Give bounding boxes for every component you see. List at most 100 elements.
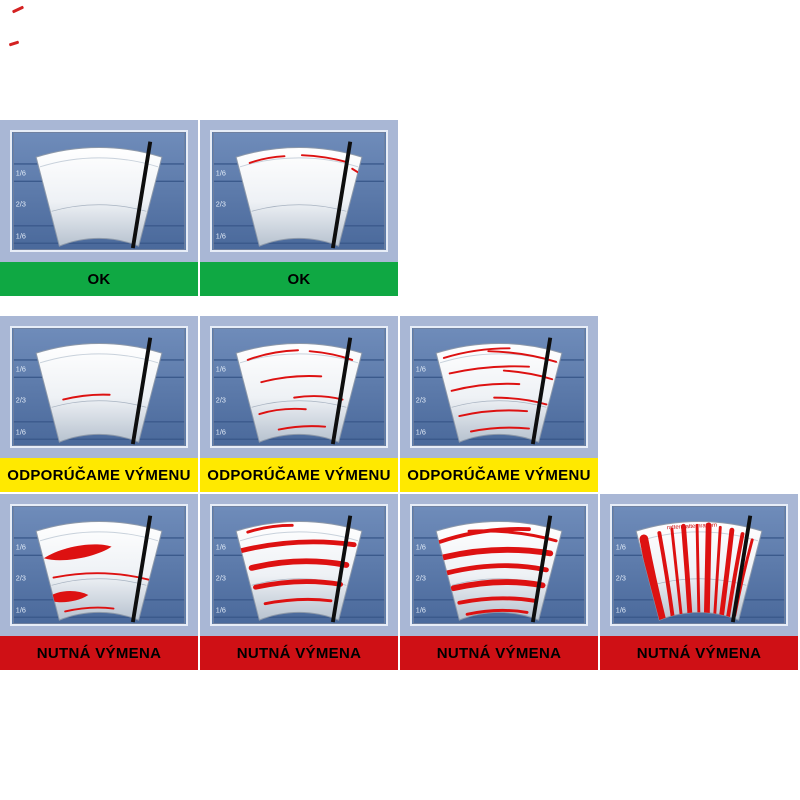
- wiper-blade: [330, 337, 353, 445]
- wear-streak: [713, 525, 722, 621]
- scale-label-middle: 2/3: [16, 199, 26, 208]
- scale-labels: 1/6 2/3 1/6: [216, 543, 226, 615]
- wear-streak: [263, 597, 333, 606]
- scale-label-middle: 2/3: [216, 395, 226, 404]
- scale-labels: 1/6 2/3 1/6: [216, 365, 226, 437]
- scale-labels: 1/6 2/3 1/6: [16, 169, 26, 241]
- wear-streak: [253, 579, 344, 590]
- wiped-fan-area: [35, 343, 163, 443]
- wiped-fan-area: [235, 147, 363, 247]
- wiper-blade: [530, 515, 553, 623]
- wear-streak: [43, 544, 112, 561]
- wear-streak: [258, 407, 307, 416]
- scale-label-bottom: 1/6: [16, 605, 26, 614]
- scale-label-top: 1/6: [216, 543, 226, 552]
- wiper-test-cell: 1/6 2/3 1/6 NUTNÁ VÝMENA: [0, 494, 198, 670]
- scale-label-bottom: 1/6: [216, 427, 226, 436]
- wear-streak: [457, 596, 537, 605]
- status-band-label: NUTNÁ VÝMENA: [436, 644, 562, 662]
- wear-streak: [502, 369, 554, 381]
- wear-streak: [493, 396, 548, 406]
- wear-streak: [718, 527, 735, 621]
- wear-streak: [445, 563, 549, 576]
- wiped-fan-area: [435, 521, 563, 621]
- wear-streak: [246, 349, 299, 361]
- scale-labels: 1/6 2/3 1/6: [616, 543, 626, 615]
- wiper-panel-area: 1/6 2/3 1/6 ratternratternrattern: [600, 494, 798, 636]
- wear-streak: [639, 534, 666, 621]
- wiper-row: 1/6 2/3 1/6 OK: [0, 120, 398, 296]
- scale-label-bottom: 1/6: [16, 427, 26, 436]
- wear-streaks: [239, 523, 357, 606]
- wear-streaks: [438, 527, 558, 616]
- red-print-mark: [8, 40, 20, 47]
- wiper-panel-area: 1/6 2/3 1/6: [400, 316, 598, 458]
- wiped-fan-area: [35, 147, 163, 247]
- wiper-test-cell: 1/6 2/3 1/6 ODPORÚČAME VÝMENU: [0, 316, 198, 492]
- wiper-panel-area: 1/6 2/3 1/6: [0, 494, 198, 636]
- wiper-test-cell: 1/6 2/3 1/6 ratternratternrattern NUTNÁ …: [600, 494, 798, 670]
- wiper-panel-area: 1/6 2/3 1/6: [200, 316, 398, 458]
- wear-streak: [726, 532, 745, 620]
- wiper-panel-graphic: 1/6 2/3 1/6: [210, 504, 388, 626]
- scale-label-top: 1/6: [16, 169, 26, 178]
- scale-label-middle: 2/3: [216, 573, 226, 582]
- status-band: NUTNÁ VÝMENA: [0, 636, 198, 670]
- scale-labels: 1/6 2/3 1/6: [16, 543, 26, 615]
- wiper-panel-graphic: 1/6 2/3 1/6: [410, 326, 588, 448]
- wear-streak: [670, 527, 684, 621]
- scale-label-top: 1/6: [16, 543, 26, 552]
- status-band: OK: [0, 262, 198, 296]
- scale-label-bottom: 1/6: [216, 605, 226, 614]
- status-band-label: OK: [87, 270, 111, 288]
- wiper-panel-area: 1/6 2/3 1/6: [200, 120, 398, 262]
- status-band: OK: [200, 262, 398, 296]
- wear-streak-text: ratternratternrattern: [667, 523, 718, 532]
- wiper-blade: [130, 515, 153, 623]
- wiper-row: 1/6 2/3 1/6 NUTNÁ VÝMENA: [0, 494, 798, 670]
- scale-label-bottom: 1/6: [216, 231, 226, 240]
- wiper-test-cell: 1/6 2/3 1/6 NUTNÁ VÝMENA: [200, 494, 398, 670]
- scale-labels: 1/6 2/3 1/6: [416, 365, 426, 437]
- wiper-panel-graphic: 1/6 2/3 1/6 ratternratternrattern: [610, 504, 788, 626]
- wear-streaks: [246, 349, 354, 431]
- wiper-test-cell: 1/6 2/3 1/6 NUTNÁ VÝMENA: [400, 494, 598, 670]
- wear-streak: [695, 523, 701, 621]
- wear-streak: [248, 155, 286, 164]
- scale-label-top: 1/6: [416, 543, 426, 552]
- scale-label-top: 1/6: [216, 169, 226, 178]
- wiper-panel-area: 1/6 2/3 1/6: [0, 316, 198, 458]
- wear-streak: [450, 382, 521, 392]
- wiper-blade: [530, 337, 553, 445]
- wear-streak: [469, 426, 530, 433]
- wear-streak: [300, 154, 348, 163]
- wear-streak: [246, 523, 294, 534]
- wiper-row: 1/6 2/3 1/6 ODPORÚČAME VÝMENU: [0, 316, 598, 492]
- wear-streak: [64, 606, 115, 613]
- wear-streak: [62, 393, 111, 401]
- status-band: NUTNÁ VÝMENA: [600, 636, 798, 670]
- scale-label-top: 1/6: [416, 365, 426, 374]
- wiper-panel-graphic: 1/6 2/3 1/6: [10, 326, 188, 448]
- status-band-label: NUTNÁ VÝMENA: [36, 644, 162, 662]
- scale-labels: 1/6 2/3 1/6: [16, 365, 26, 437]
- wear-streak: [657, 531, 675, 621]
- wiper-test-cell: 1/6 2/3 1/6 ODPORÚČAME VÝMENU: [400, 316, 598, 492]
- wear-streak: [703, 522, 712, 621]
- scale-label-middle: 2/3: [16, 573, 26, 582]
- wear-streak: [248, 558, 350, 571]
- status-band: NUTNÁ VÝMENA: [200, 636, 398, 670]
- wiper-blade: [330, 515, 353, 623]
- wear-streak: [308, 350, 354, 361]
- scale-labels: 1/6 2/3 1/6: [216, 169, 226, 241]
- wear-streak: [45, 591, 89, 603]
- wear-streak: [450, 579, 546, 592]
- status-band-label: NUTNÁ VÝMENA: [236, 644, 362, 662]
- red-print-mark: [11, 5, 25, 14]
- wiper-test-cell: 1/6 2/3 1/6 ODPORÚČAME VÝMENU: [200, 316, 398, 492]
- wear-streaks: [442, 347, 558, 433]
- wiper-panel-graphic: 1/6 2/3 1/6: [210, 326, 388, 448]
- wear-streak: [448, 365, 530, 375]
- wiper-panel-area: 1/6 2/3 1/6: [200, 494, 398, 636]
- wiper-panel-graphic: 1/6 2/3 1/6: [410, 504, 588, 626]
